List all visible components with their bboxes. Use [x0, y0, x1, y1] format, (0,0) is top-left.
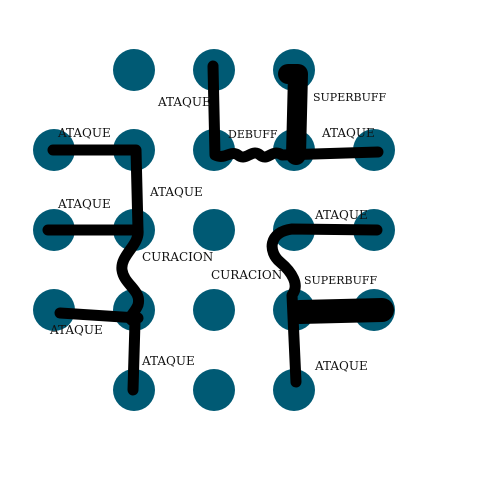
label-curacion-center: CURACION: [211, 268, 282, 282]
label-ataque-top: ATAQUE: [157, 95, 211, 109]
skill-node-r4-c1[interactable]: [33, 289, 75, 331]
skill-node-r1-c2[interactable]: [113, 49, 155, 91]
label-ataque-left-row1: ATAQUE: [57, 126, 111, 140]
label-ataque-bottom-right: ATAQUE: [314, 359, 368, 373]
skill-node-r5-c4[interactable]: [273, 369, 315, 411]
path-superbuff-thick: [278, 64, 308, 165]
skill-node-r5-c3[interactable]: [193, 369, 235, 411]
label-ataque-mid-col1: ATAQUE: [149, 185, 203, 199]
label-ataque-left-row2: ATAQUE: [57, 197, 111, 211]
skill-node-r3-c3[interactable]: [193, 209, 235, 251]
connection-paths: [42, 60, 394, 396]
path-right-curve: [266, 223, 383, 388]
path-left-row3: [54, 307, 144, 324]
label-ataque-bottom-mid: ATAQUE: [141, 354, 195, 368]
label-curacion-left: CURACION: [142, 250, 213, 264]
path-top-ataque: [207, 60, 384, 163]
skill-node-r4-c3[interactable]: [193, 289, 235, 331]
path-superbuff-mid-thick: [288, 298, 394, 324]
label-ataque-right-row1: ATAQUE: [321, 126, 375, 140]
path-left-row1: [47, 144, 144, 236]
labels: ATAQUE DEBUFF SUPERBUFF ATAQUE ATAQUE AT…: [49, 91, 387, 373]
label-superbuff-top: SUPERBUFF: [313, 91, 387, 104]
label-ataque-right-row2: ATAQUE: [314, 208, 368, 222]
label-superbuff-mid: SUPERBUFF: [304, 274, 378, 287]
label-ataque-left-row3: ATAQUE: [49, 323, 103, 337]
label-debuff: DEBUFF: [228, 128, 278, 141]
